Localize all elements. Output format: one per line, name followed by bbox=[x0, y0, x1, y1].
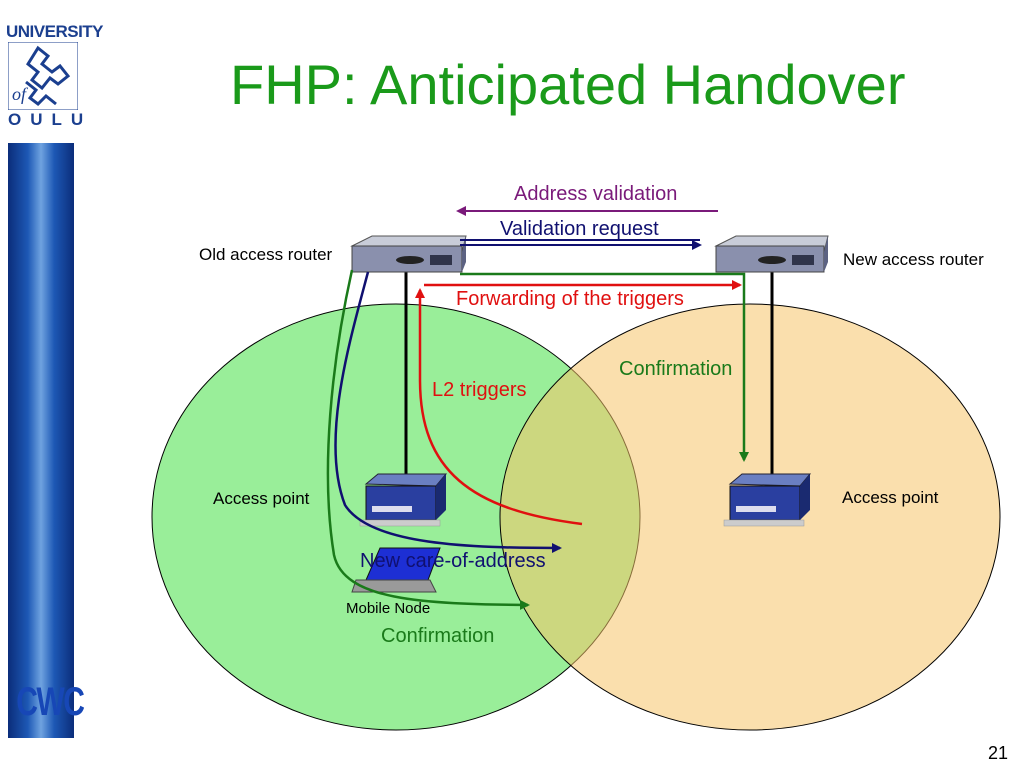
slide-title: FHP: Anticipated Handover bbox=[230, 53, 906, 116]
new-care-of-address-label: New care-of-address bbox=[360, 550, 546, 572]
forwarding-triggers-label: Forwarding of the triggers bbox=[456, 288, 684, 310]
old-router-label: Old access router bbox=[199, 245, 333, 264]
oulu-emblem-icon: of bbox=[8, 42, 78, 110]
old-access-point-icon bbox=[359, 473, 448, 527]
l2-triggers-arrow bbox=[415, 288, 583, 526]
logo-stripe bbox=[8, 143, 74, 738]
of-text: of bbox=[12, 84, 29, 104]
confirmation-to-new-ap-arrow bbox=[460, 272, 749, 462]
mobile-node-laptop-icon bbox=[351, 547, 441, 593]
university-label: UNIVERSITY bbox=[6, 22, 104, 41]
new-access-point-icon bbox=[723, 473, 812, 527]
validation-request-label: Validation request bbox=[500, 218, 659, 240]
page-number: 21 bbox=[987, 743, 1008, 763]
new-router-icon bbox=[714, 235, 829, 273]
university-logo: UNIVERSITY of OULU CWC bbox=[0, 0, 104, 768]
new-care-of-address-arrow bbox=[334, 271, 562, 553]
oulu-label: OULU bbox=[8, 110, 93, 129]
l2-triggers-label: L2 triggers bbox=[432, 379, 527, 401]
confirmation-to-mobile-arrow bbox=[326, 269, 530, 610]
new-router-label: New access router bbox=[843, 250, 984, 269]
confirmation-top-label: Confirmation bbox=[619, 358, 733, 380]
mobile-node-label: Mobile Node bbox=[346, 600, 431, 617]
access-point-left-label: Access point bbox=[213, 489, 310, 508]
access-point-right-label: Access point bbox=[842, 488, 939, 507]
old-router-icon bbox=[350, 235, 467, 273]
confirmation-bottom-label: Confirmation bbox=[381, 625, 495, 647]
address-validation-label: Address validation bbox=[514, 183, 678, 205]
